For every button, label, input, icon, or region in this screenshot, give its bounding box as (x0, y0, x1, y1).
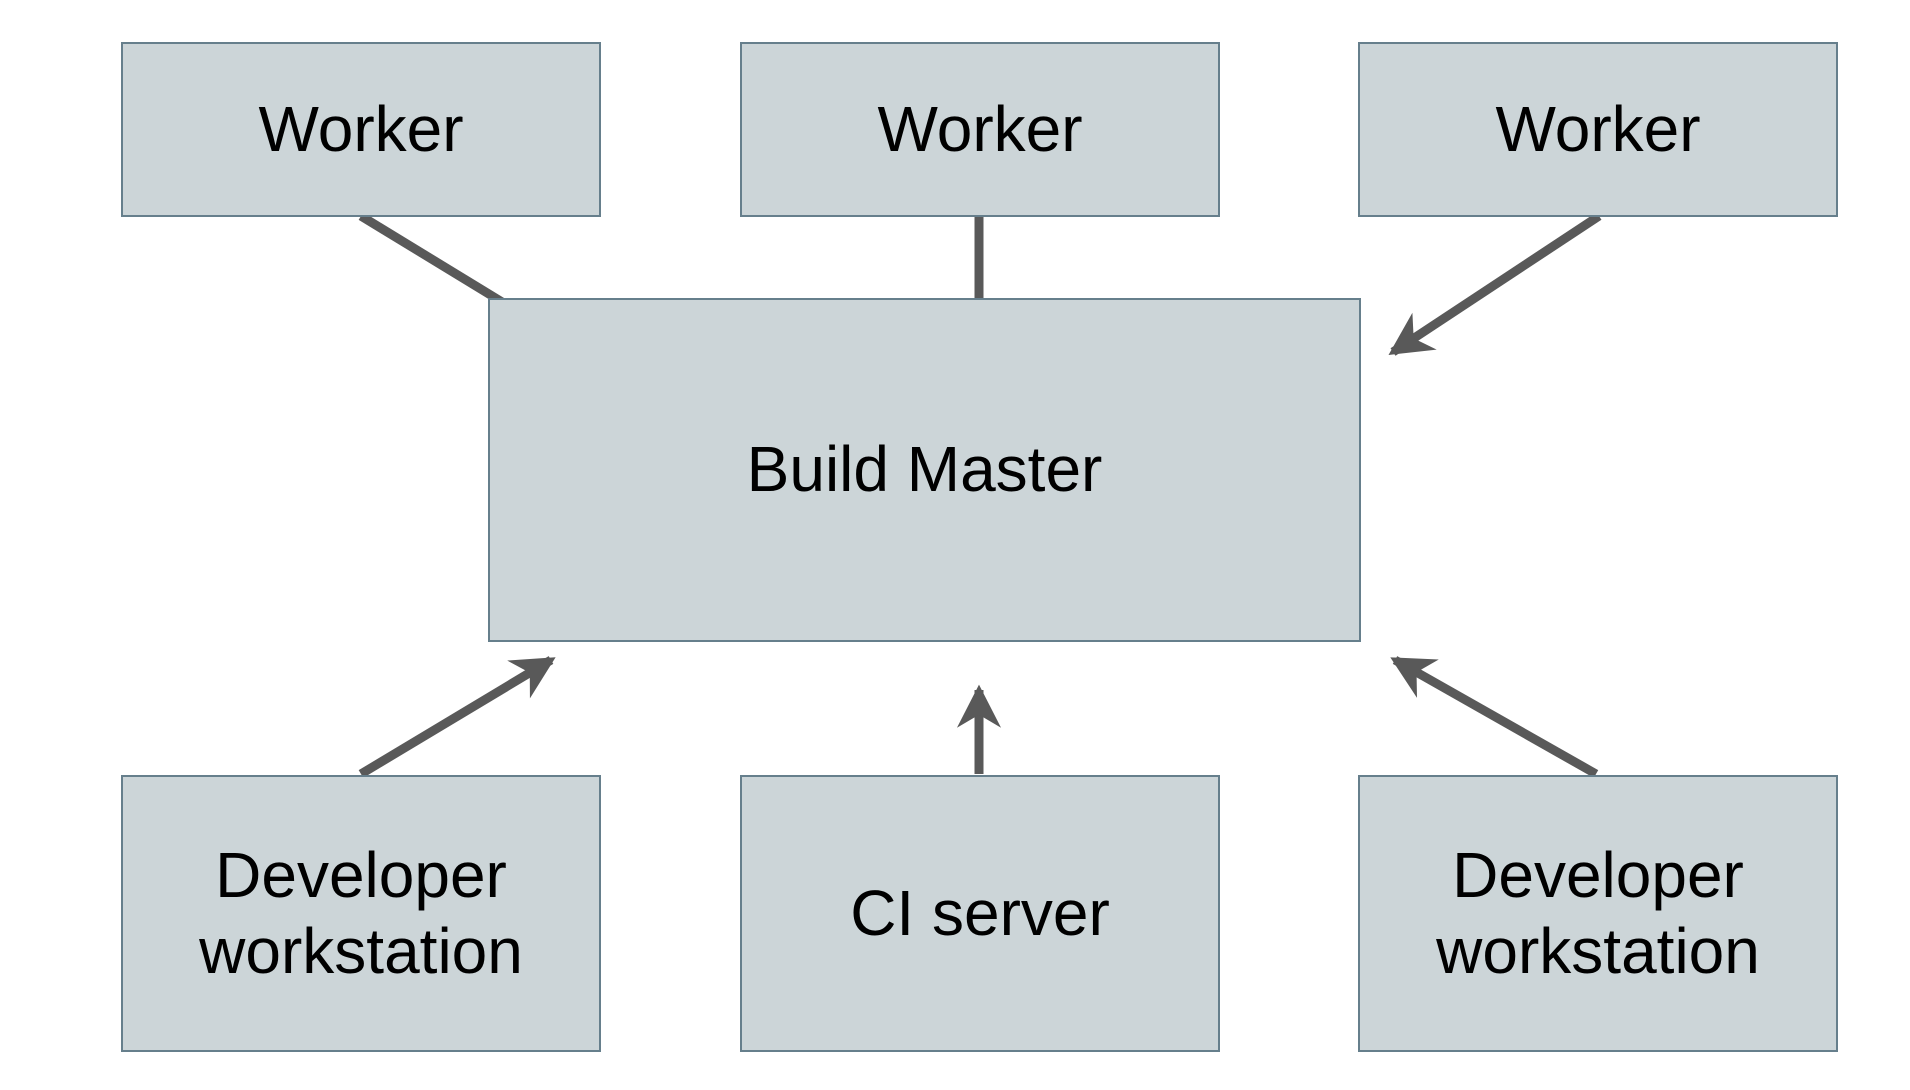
node-build-master-label: Build Master (746, 433, 1103, 506)
node-developer-workstation-left-label: Developer workstation (199, 838, 523, 987)
edge-dev-ws-right-to-build-master (1390, 656, 1599, 778)
node-developer-workstation-left[interactable]: Developer workstation (121, 775, 601, 1052)
node-build-master[interactable]: Build Master (488, 298, 1361, 642)
node-worker-2-label: Worker (877, 92, 1083, 165)
node-worker-3[interactable]: Worker (1358, 42, 1838, 217)
node-ci-server[interactable]: CI server (740, 775, 1220, 1052)
node-worker-1[interactable]: Worker (121, 42, 601, 217)
node-worker-2[interactable]: Worker (740, 42, 1220, 217)
node-worker-3-label: Worker (1495, 92, 1701, 165)
node-worker-1-label: Worker (258, 92, 464, 165)
node-developer-workstation-right[interactable]: Developer workstation (1358, 775, 1838, 1052)
edge-worker-3-to-build-master (1388, 212, 1602, 356)
node-developer-workstation-right-label: Developer workstation (1436, 838, 1760, 987)
edge-dev-ws-left-to-build-master (358, 656, 556, 778)
node-ci-server-label: CI server (850, 876, 1110, 949)
